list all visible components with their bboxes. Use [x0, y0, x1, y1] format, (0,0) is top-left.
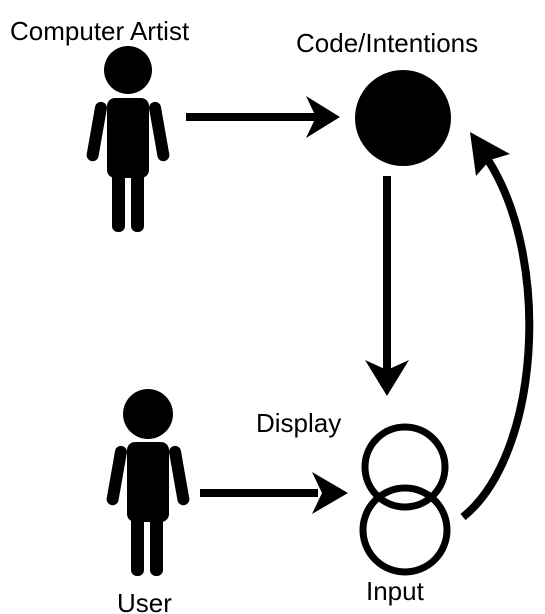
computer-artist-figure [86, 46, 170, 232]
arrow-artist-to-code [186, 96, 340, 138]
display-node [361, 423, 449, 511]
user-label: User [117, 588, 172, 614]
input-label: Input [366, 576, 425, 606]
code-intentions-node [355, 70, 451, 166]
arrow-code-to-display [365, 176, 409, 396]
input-node [359, 484, 451, 576]
computer-artist-label: Computer Artist [10, 16, 190, 46]
display-label: Display [256, 408, 341, 438]
user-figure [106, 389, 190, 576]
arrow-input-to-code-feedback [460, 132, 534, 521]
code-intentions-label: Code/Intentions [296, 28, 478, 58]
arrow-user-to-input [200, 472, 348, 514]
